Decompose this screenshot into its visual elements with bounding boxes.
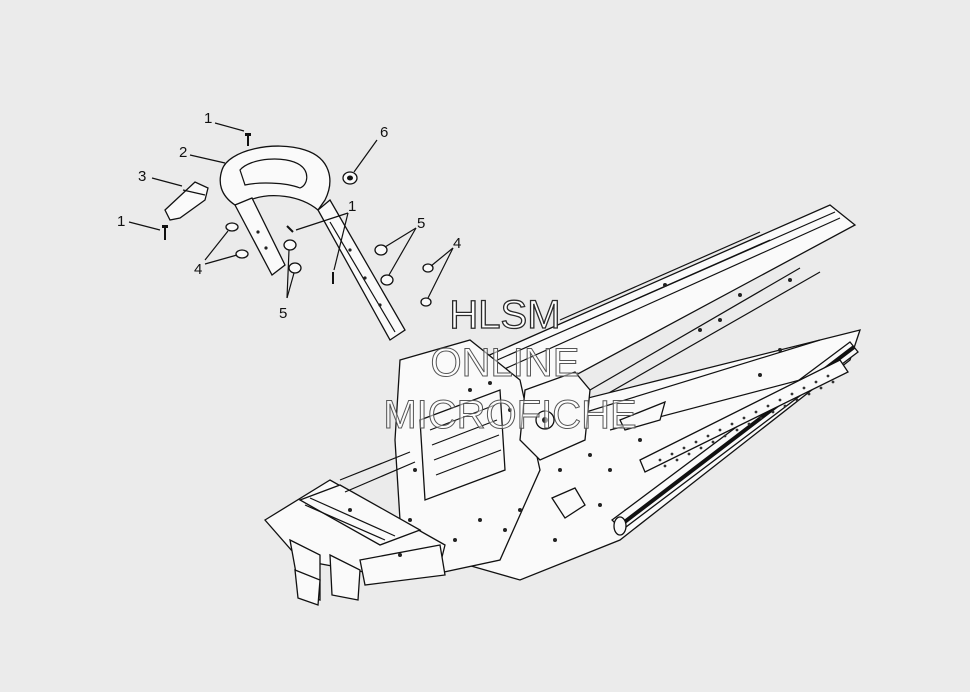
screw-icon — [286, 225, 334, 284]
grommet-icon — [342, 171, 358, 185]
callout-1: 1 — [348, 198, 356, 215]
callout-2: 2 — [179, 144, 187, 161]
watermark-line2: ONLINE — [431, 341, 580, 385]
callout-labels: 1 2 3 1 4 5 1 6 5 4 — [117, 110, 461, 322]
steering-support-assembly — [162, 133, 434, 341]
watermark: HLSM ONLINE MICROFICHE — [383, 292, 637, 437]
chassis-frame — [264, 204, 861, 606]
callout-5: 5 — [417, 215, 425, 232]
watermark-line1: HLSM — [449, 293, 560, 337]
running-board-perforated — [639, 359, 849, 473]
callout-1: 1 — [117, 213, 125, 230]
bolt-icon — [283, 239, 394, 286]
support-leg-left — [234, 197, 286, 276]
callout-5: 5 — [279, 305, 287, 322]
callout-3: 3 — [138, 168, 146, 185]
steering-mount-plate — [519, 371, 591, 461]
rail-end-cap — [613, 516, 627, 536]
callout-6: 6 — [380, 124, 388, 141]
support-loop-top — [219, 145, 331, 211]
watermark-line3: MICROFICHE — [383, 393, 636, 437]
mount-bracket — [164, 181, 209, 221]
screw-icon — [162, 225, 168, 240]
front-leg-center — [329, 553, 361, 601]
leader-lines — [128, 122, 454, 299]
side-cutout — [551, 487, 586, 519]
front-crossmember — [359, 544, 446, 586]
tunnel-slot — [619, 400, 666, 431]
nut-icon — [225, 222, 434, 307]
callout-4: 4 — [194, 261, 202, 278]
callout-4: 4 — [453, 235, 461, 252]
screw-icon — [245, 133, 251, 146]
front-bracket — [294, 568, 321, 606]
callout-1: 1 — [204, 110, 212, 127]
front-frame-plate — [298, 484, 422, 546]
support-leg-right — [317, 199, 406, 341]
